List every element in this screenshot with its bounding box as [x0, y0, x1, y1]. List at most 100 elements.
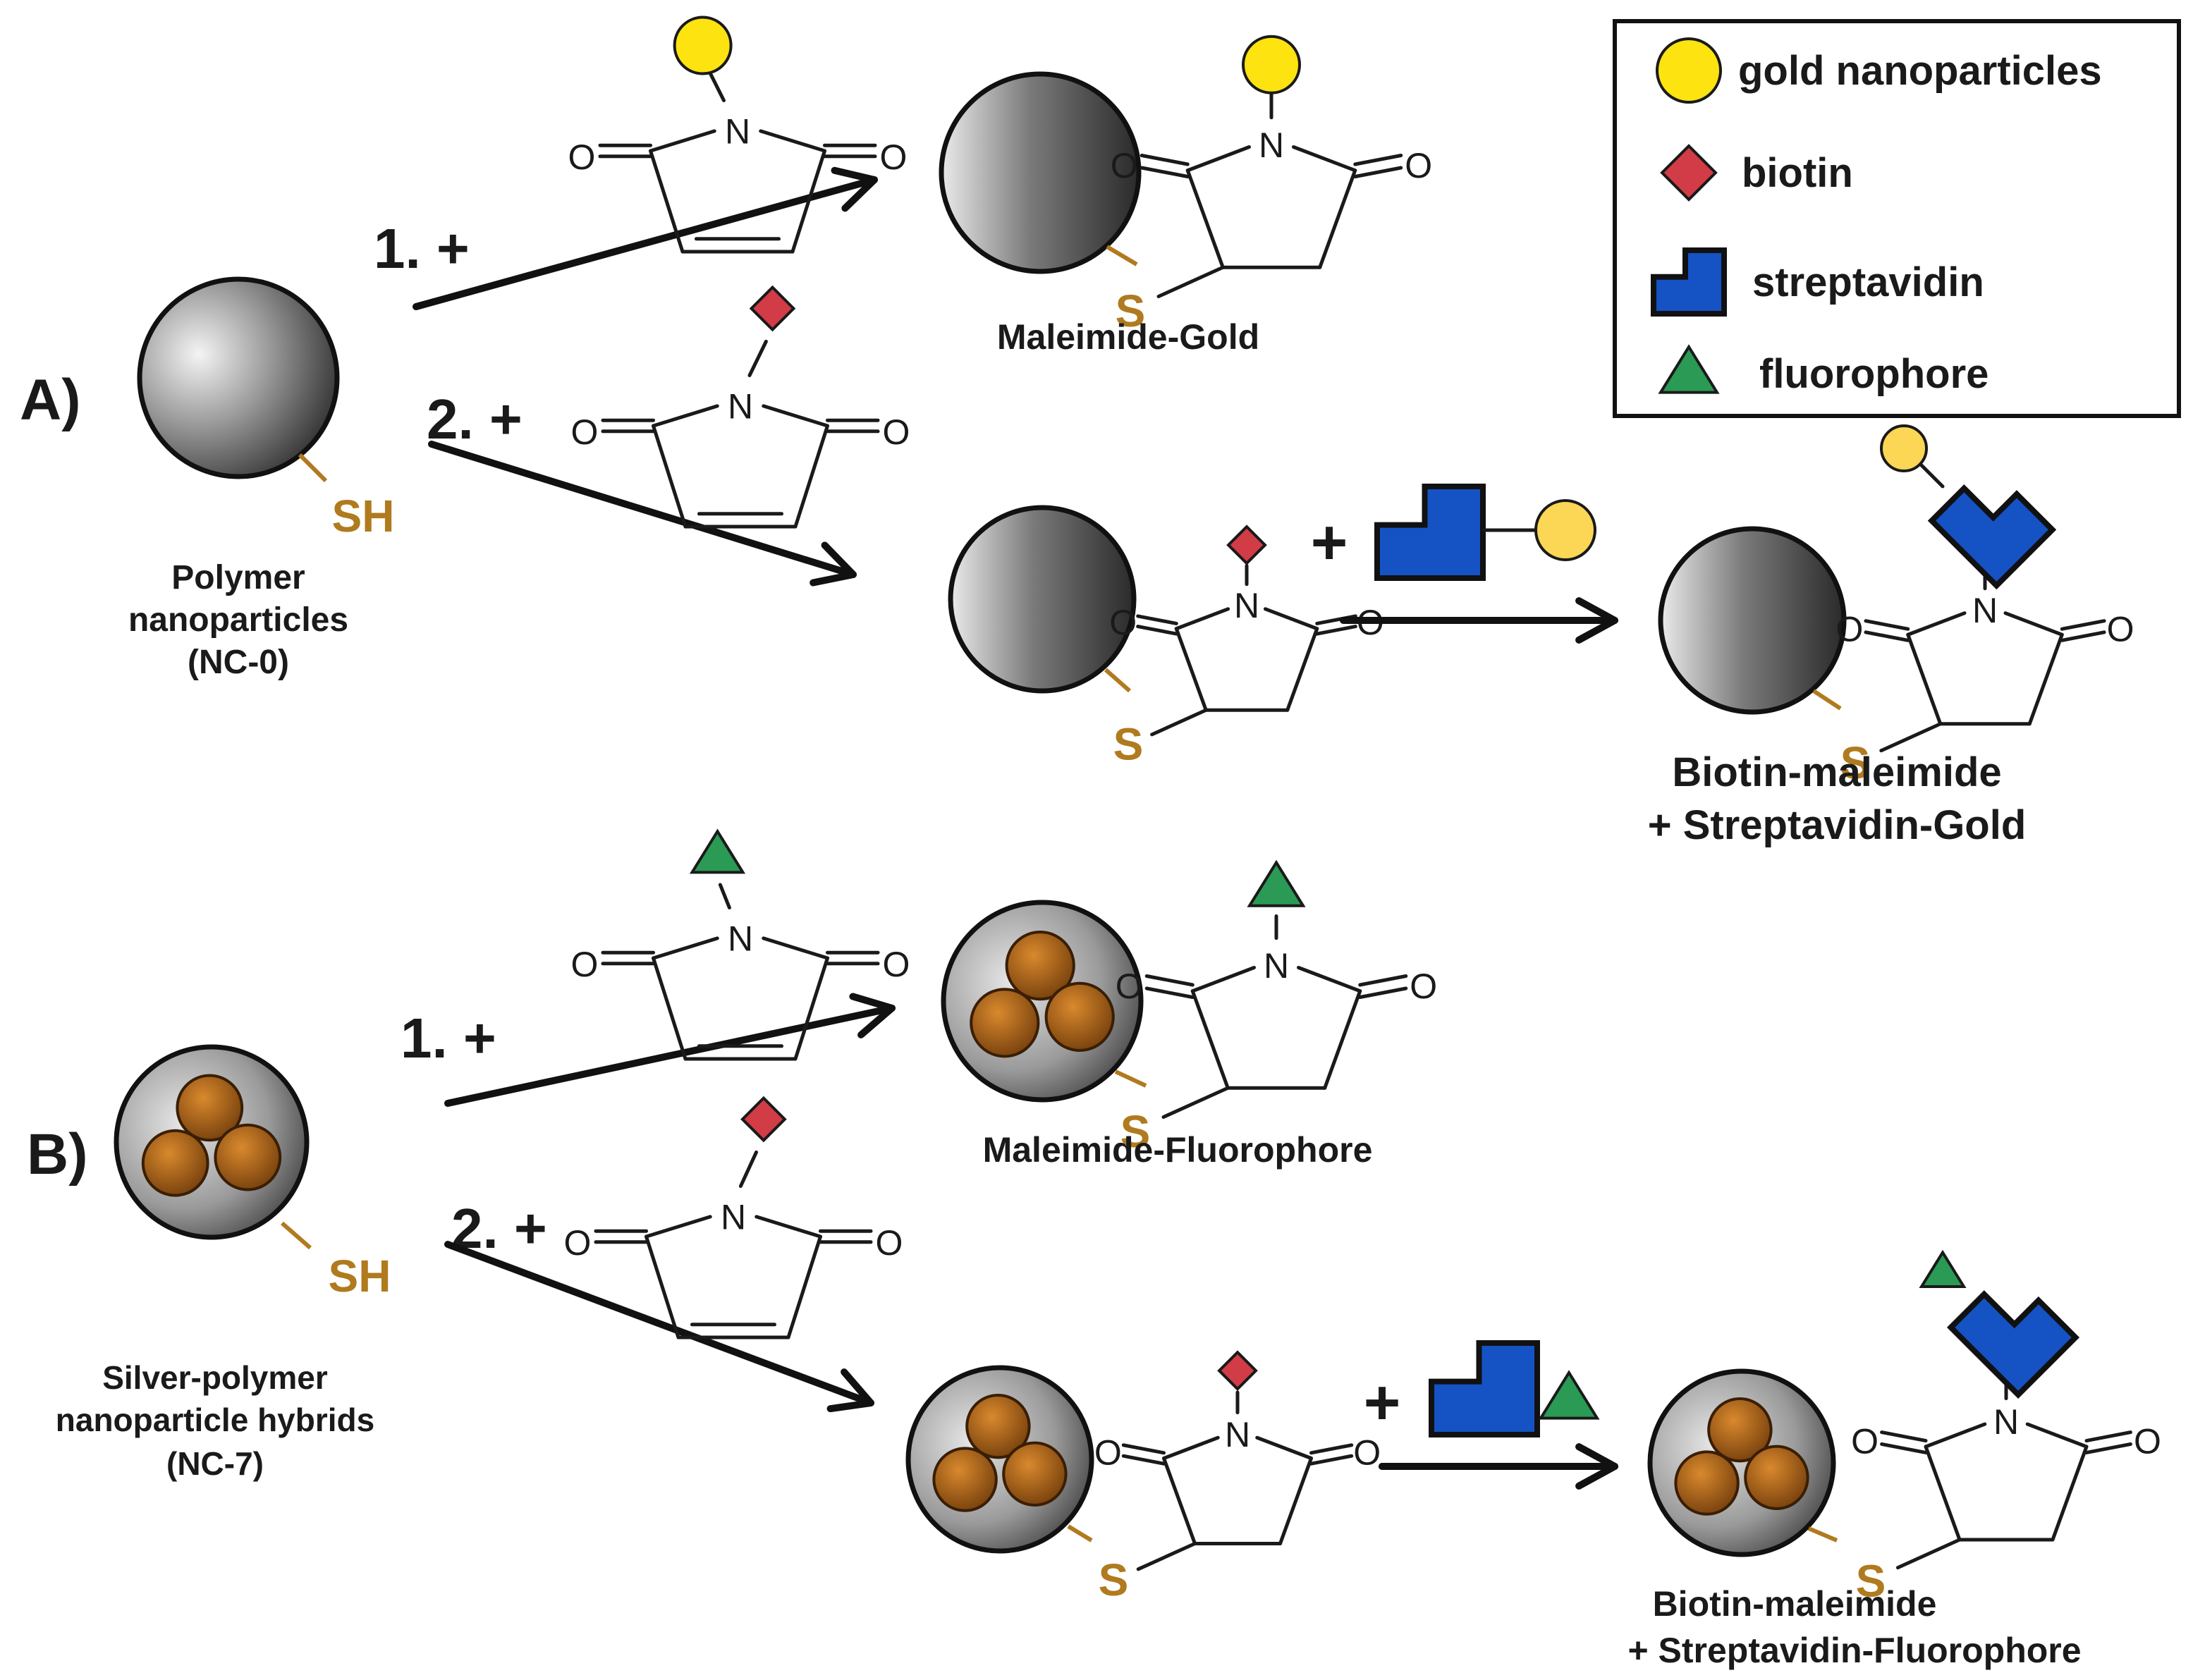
- sphere-sulfur-bond: [1067, 1524, 1093, 1543]
- streptavidin-icon: [1374, 484, 1486, 581]
- legend-fluorophore-icon: [1658, 344, 1720, 394]
- bond: [1906, 611, 1967, 637]
- sphere-sulfur-bond: [1807, 1526, 1838, 1543]
- bond: [1190, 966, 1256, 993]
- arrow-shaft: [428, 441, 857, 578]
- biotin-maleimide-sphere-b: [905, 1365, 1094, 1554]
- biotin-icon: [1226, 525, 1267, 565]
- gold-nanoparticle-icon: [1242, 35, 1301, 94]
- maleimide-fluorophore-product-sphere: [941, 900, 1144, 1103]
- bond: [1162, 1457, 1197, 1545]
- gold-nanoparticle-icon: [673, 16, 733, 75]
- nc7-label-line3: (NC-7): [166, 1445, 264, 1482]
- streptavidin-fluorophore-product-sphere: [1647, 1368, 1836, 1557]
- bond: [786, 1234, 822, 1339]
- bond: [1255, 1435, 1313, 1460]
- product-a2-label-line1: Biotin-maleimide: [1672, 749, 2001, 795]
- oxygen-atom: O: [1410, 967, 1437, 1006]
- fluorophore-icon: [1247, 859, 1306, 907]
- legend-biotin-icon: [1660, 144, 1718, 202]
- carbonyl-bond: [1144, 986, 1195, 999]
- section-a-label: A): [20, 368, 81, 432]
- bond: [645, 1234, 680, 1339]
- carbonyl-bond: [1136, 614, 1178, 625]
- oxygen-atom: O: [883, 412, 910, 452]
- arrow-a1: [413, 166, 878, 310]
- thioether-bond: [1156, 265, 1225, 298]
- silver-nanoparticle-2: [1674, 1450, 1740, 1516]
- thioether-bond: [1895, 1538, 1962, 1570]
- sulfur-atom: S: [1840, 737, 1871, 788]
- streptavidin-icon: [1946, 1290, 2080, 1399]
- bond: [1924, 1445, 1962, 1542]
- bond: [790, 149, 826, 254]
- section-b-label: B): [27, 1122, 88, 1187]
- gold-nanoparticle-icon: [1534, 499, 1596, 561]
- product-b1-label: Maleimide-Fluorophore: [983, 1130, 1373, 1170]
- streptavidin-shape: [1946, 1290, 2080, 1399]
- nitrogen-atom: N: [1264, 946, 1289, 986]
- sulfur-atom: S: [1116, 286, 1146, 336]
- carbonyl-bond: [1121, 1454, 1166, 1466]
- oxygen-atom: O: [880, 137, 908, 177]
- bond: [1323, 989, 1362, 1090]
- carbonyl-bond: [1309, 1454, 1354, 1466]
- oxygen-atom: O: [1111, 146, 1138, 185]
- polymer-sphere: [137, 276, 340, 479]
- nc0-label-line2: nanoparticles: [128, 601, 348, 639]
- nitrogen-atom: N: [1993, 1402, 2019, 1442]
- carbonyl-bond: [1309, 1443, 1354, 1455]
- fluorophore-icon: [1919, 1249, 1967, 1288]
- legend: gold nanoparticlesbiotinstreptavidinfluo…: [1613, 19, 2181, 418]
- arrow-head: [1575, 1443, 1618, 1490]
- biotin-maleimide-sphere: [948, 505, 1137, 694]
- silver-nanoparticle-1: [1005, 931, 1075, 1001]
- carbonyl-bond: [1358, 974, 1408, 987]
- silver-nanoparticle-3: [214, 1123, 282, 1191]
- route-a2-label: 2. +: [427, 388, 523, 450]
- carbonyl-bond: [2060, 619, 2106, 631]
- bond: [1185, 168, 1225, 269]
- streptavidin-shape: [1927, 484, 2057, 590]
- oxygen-atom: O: [1116, 967, 1143, 1006]
- streptavidin-shape: [1651, 247, 1727, 317]
- arrow-head: [849, 993, 896, 1038]
- bond: [755, 1215, 822, 1239]
- arrow-shaft: [444, 1241, 874, 1406]
- sphere-sulfur-bond: [1104, 668, 1131, 693]
- nitrogen-atom: N: [728, 387, 753, 427]
- bond: [1318, 168, 1357, 269]
- bond: [1174, 627, 1208, 712]
- arrow-b2: [444, 1241, 874, 1413]
- arrow-shaft: [444, 1005, 896, 1107]
- oxygen-atom: O: [1851, 1422, 1879, 1461]
- arrow-a3: [1340, 597, 1618, 644]
- silver-polymer-hybrid-nc7: [114, 1044, 310, 1240]
- silver-nanoparticle-1: [176, 1074, 244, 1142]
- bond: [2027, 632, 2064, 726]
- carbonyl-bond: [2084, 1430, 2132, 1443]
- oxygen-atom: O: [571, 945, 599, 984]
- oxygen-atom: O: [564, 1223, 592, 1263]
- bond: [1924, 1422, 1987, 1449]
- thioether-bond: [1150, 708, 1208, 737]
- silver-nanoparticle-2: [932, 1447, 998, 1512]
- oxygen-atom: O: [1109, 603, 1137, 642]
- thioether-bond: [1161, 1086, 1230, 1119]
- bond: [759, 129, 826, 153]
- bond: [793, 424, 829, 529]
- legend-item-4: fluorophore: [1759, 351, 1989, 397]
- arrow-shaft: [413, 176, 878, 310]
- product-b2-label-line1: Biotin-maleimide: [1653, 1584, 1937, 1624]
- bond: [652, 956, 688, 1061]
- bond: [645, 1215, 712, 1239]
- arrow-b1: [444, 993, 896, 1107]
- sphere-sulfur-bond: [1812, 689, 1842, 711]
- streptavidin-icon: [1927, 484, 2057, 590]
- bond: [652, 936, 719, 960]
- biotin-icon: [1217, 1350, 1258, 1392]
- carbonyl-bond: [1315, 625, 1357, 636]
- bond: [747, 339, 768, 377]
